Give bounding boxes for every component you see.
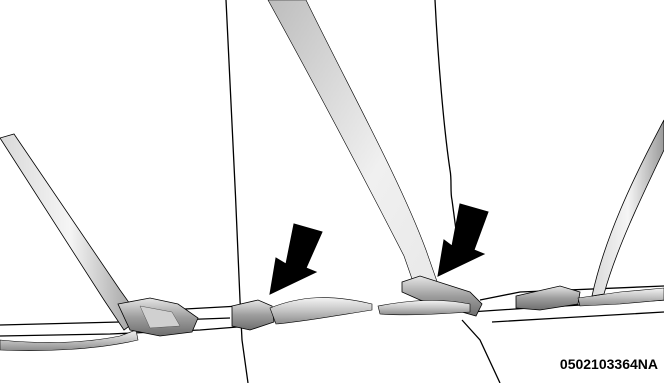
center-buckle [232,300,274,330]
center-belt-strap [270,298,372,324]
left-shoulder-belt [0,134,140,330]
figure-code: 0502103364NA [560,356,658,372]
right-buckle [516,286,580,310]
down-left-arrow-icon [438,204,488,276]
right-shoulder-belt [592,120,664,296]
down-left-arrow-icon [270,224,322,294]
